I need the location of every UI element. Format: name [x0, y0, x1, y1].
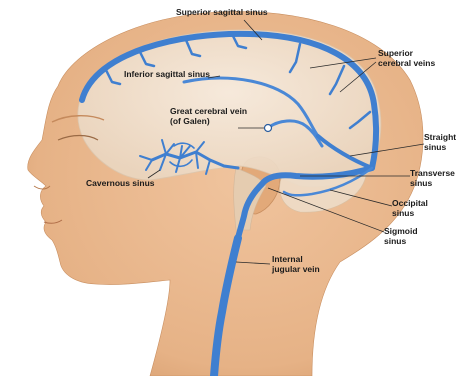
label-straight-sinus-line1: Straight	[424, 132, 456, 142]
label-occipital-sinus-line1: Occipital	[392, 198, 428, 208]
label-internal-jugular-vein-line2: jugular vein	[271, 264, 320, 274]
label-superior-cerebral-veins-line1: Superior	[378, 48, 414, 58]
label-internal-jugular-vein-line1: Internal	[272, 254, 303, 264]
label-great-cerebral-vein-line2: (of Galen)	[170, 116, 210, 126]
label-superior-sagittal-sinus: Superior sagittal sinus	[176, 7, 268, 17]
label-transverse-sinus-line1: Transverse	[410, 168, 455, 178]
great-cerebral-vein-origin	[265, 125, 272, 132]
label-cavernous-sinus: Cavernous sinus	[86, 178, 155, 188]
label-inferior-sagittal-sinus: Inferior sagittal sinus	[124, 69, 210, 79]
label-superior-cerebral-veins-line2: cerebral veins	[378, 58, 435, 68]
label-sigmoid-sinus-line2: sinus	[384, 236, 406, 246]
label-straight-sinus-line2: sinus	[424, 142, 446, 152]
label-great-cerebral-vein-line1: Great cerebral vein	[170, 106, 247, 116]
label-occipital-sinus-line2: sinus	[392, 208, 414, 218]
label-transverse-sinus-line2: sinus	[410, 178, 432, 188]
label-sigmoid-sinus-line1: Sigmoid	[384, 226, 418, 236]
